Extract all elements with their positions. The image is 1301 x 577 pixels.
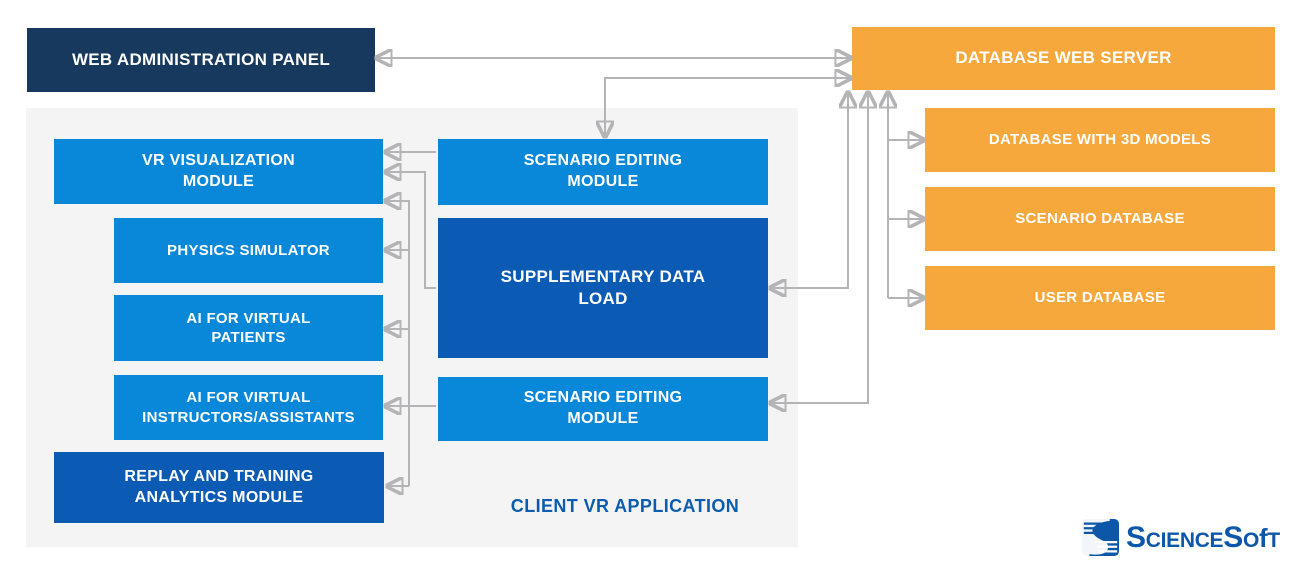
logo-segment: CIENCE (1145, 528, 1224, 552)
node-physics-simulator: PHYSICS SIMULATOR (114, 218, 383, 283)
node-user-database: USER DATABASE (925, 266, 1275, 330)
node-label: DATABASE WITH 3D MODELS (988, 131, 1212, 149)
sciencesoft-logo-icon (1082, 519, 1119, 556)
node-label: WEB ADMINISTRATION PANEL (71, 49, 331, 69)
logo-segment: f (1259, 522, 1268, 553)
node-ai-for-virtual-instructors-assistants: AI FOR VIRTUAL INSTRUCTORS/ASSISTANTS (114, 375, 383, 440)
logo-segment: S (1126, 520, 1146, 554)
node-label: REPLAY AND TRAINING ANALYTICS MODULE (124, 467, 314, 506)
node-label: USER DATABASE (1034, 289, 1166, 307)
node-replay-and-training-analytics-module: REPLAY AND TRAINING ANALYTICS MODULE (54, 452, 384, 523)
node-label: AI FOR VIRTUAL PATIENTS (186, 309, 311, 347)
node-database-with-3d-models: DATABASE WITH 3D MODELS (925, 108, 1275, 172)
node-vr-visualization-module: VR VISUALIZATION MODULE (54, 139, 383, 204)
sciencesoft-logo-text: SCIENCESOfT (1126, 521, 1280, 555)
node-web-administration-panel: WEB ADMINISTRATION PANEL (27, 28, 375, 92)
node-scenario-editing-module-top: SCENARIO EDITING MODULE (438, 139, 768, 205)
logo-segment: O (1242, 528, 1260, 552)
logo-segment: S (1223, 520, 1243, 554)
node-label: SCENARIO EDITING MODULE (523, 152, 683, 190)
node-database-web-server: DATABASE WEB SERVER (852, 27, 1275, 90)
node-label: SUPPLEMENTARY DATA LOAD (500, 266, 706, 308)
node-ai-for-virtual-patients: AI FOR VIRTUAL PATIENTS (114, 295, 383, 361)
node-scenario-editing-module-bottom: SCENARIO EDITING MODULE (438, 377, 768, 441)
logo-segment: T (1267, 528, 1280, 552)
node-label: VR VISUALIZATION MODULE (142, 151, 295, 190)
node-label: SCENARIO DATABASE (1015, 210, 1185, 228)
sciencesoft-logo: SCIENCESOfT (1082, 519, 1280, 556)
node-label: DATABASE WEB SERVER (955, 48, 1172, 68)
node-label: AI FOR VIRTUAL INSTRUCTORS/ASSISTANTS (142, 389, 355, 426)
client-vr-application-label: CLIENT VR APPLICATION (510, 496, 740, 516)
node-label: PHYSICS SIMULATOR (167, 241, 330, 259)
node-supplementary-data-load: SUPPLEMENTARY DATA LOAD (438, 218, 768, 358)
node-label: SCENARIO EDITING MODULE (523, 389, 683, 427)
node-scenario-database: SCENARIO DATABASE (925, 187, 1275, 251)
